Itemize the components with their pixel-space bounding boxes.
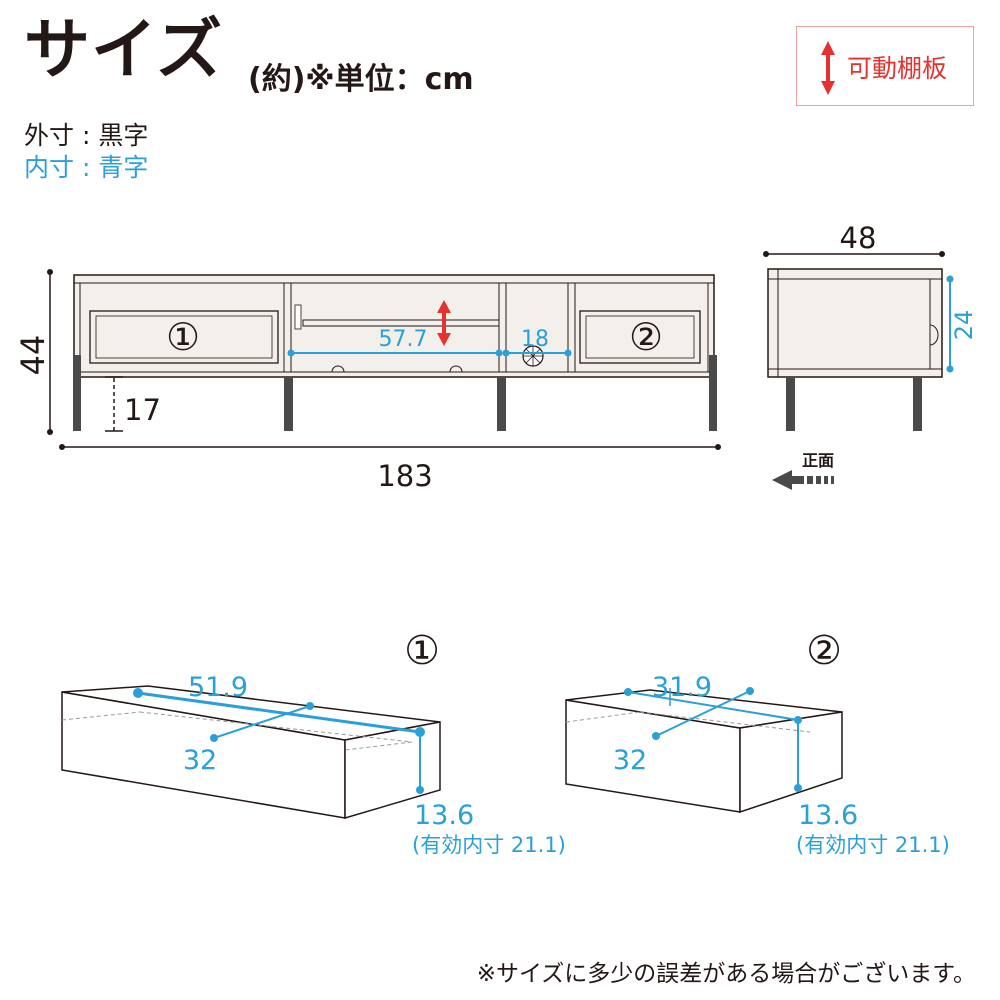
front-direction-arrow-icon	[772, 470, 834, 490]
drawer1-effective-label: (有効内寸 21.1)	[412, 833, 566, 857]
depth-label: 48	[840, 221, 877, 255]
inner-width-label: 57.7	[379, 327, 428, 352]
drawer1-width-label: 51.9	[188, 672, 248, 703]
drawer2-height-label: 13.6	[798, 800, 858, 831]
drawer1-depth-label: 32	[183, 745, 217, 776]
drawer2-depth-label: 32	[613, 745, 647, 776]
legend-inner-dimensions: 内寸 : 青字	[24, 153, 149, 182]
drawer1-title-marker: ①	[404, 628, 440, 674]
drawer2-diagram: ② 31.9 32 13.6 (有効内寸 21.1)	[565, 628, 950, 857]
front-label: 正面	[802, 451, 834, 470]
drawer1-diagram: ① 51.9 32 13.6 (有効内寸 21.1)	[61, 628, 566, 857]
drawer2-effective-label: (有効内寸 21.1)	[796, 833, 950, 857]
legend-outer-dimensions: 外寸 : 黒字	[24, 121, 149, 150]
overall-width-label: 183	[377, 459, 432, 493]
badge-label: 可動棚板	[847, 54, 948, 83]
drawer1-height-label: 13.6	[414, 800, 474, 831]
page-title: サイズ	[24, 11, 224, 88]
overall-height-label: 44	[14, 335, 52, 376]
footer-note: ※サイズに多少の誤差がある場合がございます。	[476, 961, 976, 987]
side-view: 48 24 正面	[763, 221, 978, 490]
front-view: 44 183 17 57.7 18 ① ②	[14, 269, 721, 493]
movable-shelf-icon	[437, 300, 451, 346]
drawer2-marker: ②	[629, 315, 663, 359]
double-arrow-icon	[821, 41, 835, 95]
drawer2-width-label: 31.9	[652, 672, 712, 703]
inner-small-width-label: 18	[521, 327, 549, 352]
inner-height-label: 24	[950, 310, 978, 341]
drawer1-marker: ①	[166, 315, 200, 359]
unit-note: (約)※単位：cm	[248, 62, 474, 97]
movable-shelf-badge: 可動棚板	[796, 26, 974, 106]
drawer2-title-marker: ②	[806, 628, 842, 674]
leg-height-label: 17	[124, 393, 161, 427]
